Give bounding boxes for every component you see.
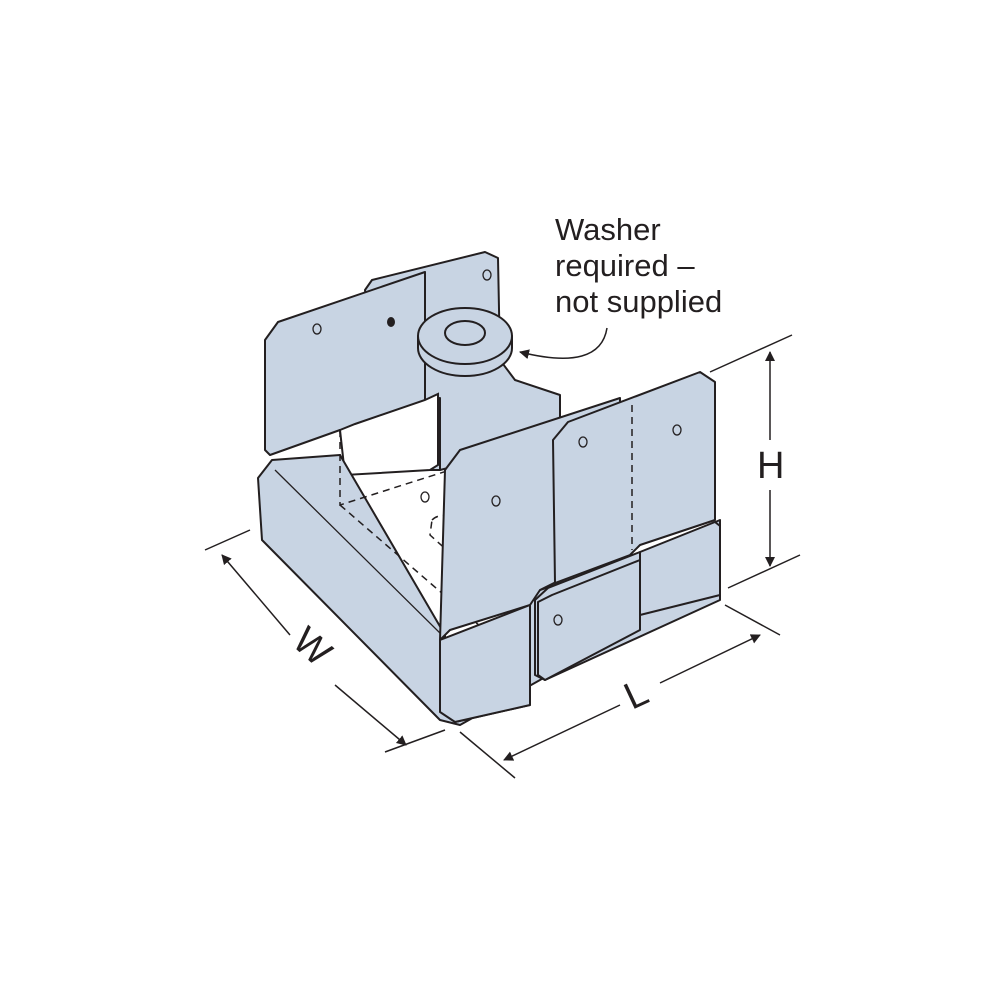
left-upright-panel <box>264 271 441 477</box>
nail-hole-icon <box>491 495 501 507</box>
arrow-icon <box>503 704 621 761</box>
callout-line-3: not supplied <box>555 284 722 319</box>
height-label: H <box>757 445 784 487</box>
height-dimension: H <box>709 334 801 589</box>
washer-callout: Washer required – not supplied <box>519 212 722 360</box>
washer <box>417 307 513 377</box>
callout-line-1: Washer <box>555 212 661 247</box>
anchor-hole-icon <box>420 491 430 503</box>
arrow-icon <box>221 554 291 636</box>
callout-line-2: required – <box>555 248 695 283</box>
leader-arrow-icon <box>519 327 608 360</box>
nail-hole-icon <box>578 436 588 448</box>
arrow-icon <box>659 634 761 684</box>
front-right-panel <box>534 371 721 681</box>
nail-hole-icon <box>312 323 322 335</box>
width-label: W <box>284 620 339 675</box>
arrow-icon <box>334 684 407 746</box>
nail-hole-icon <box>482 269 492 281</box>
nail-hole-icon <box>672 424 682 436</box>
nail-hole-icon <box>387 317 395 327</box>
length-label: L <box>618 671 655 718</box>
nail-hole-icon <box>553 614 563 626</box>
